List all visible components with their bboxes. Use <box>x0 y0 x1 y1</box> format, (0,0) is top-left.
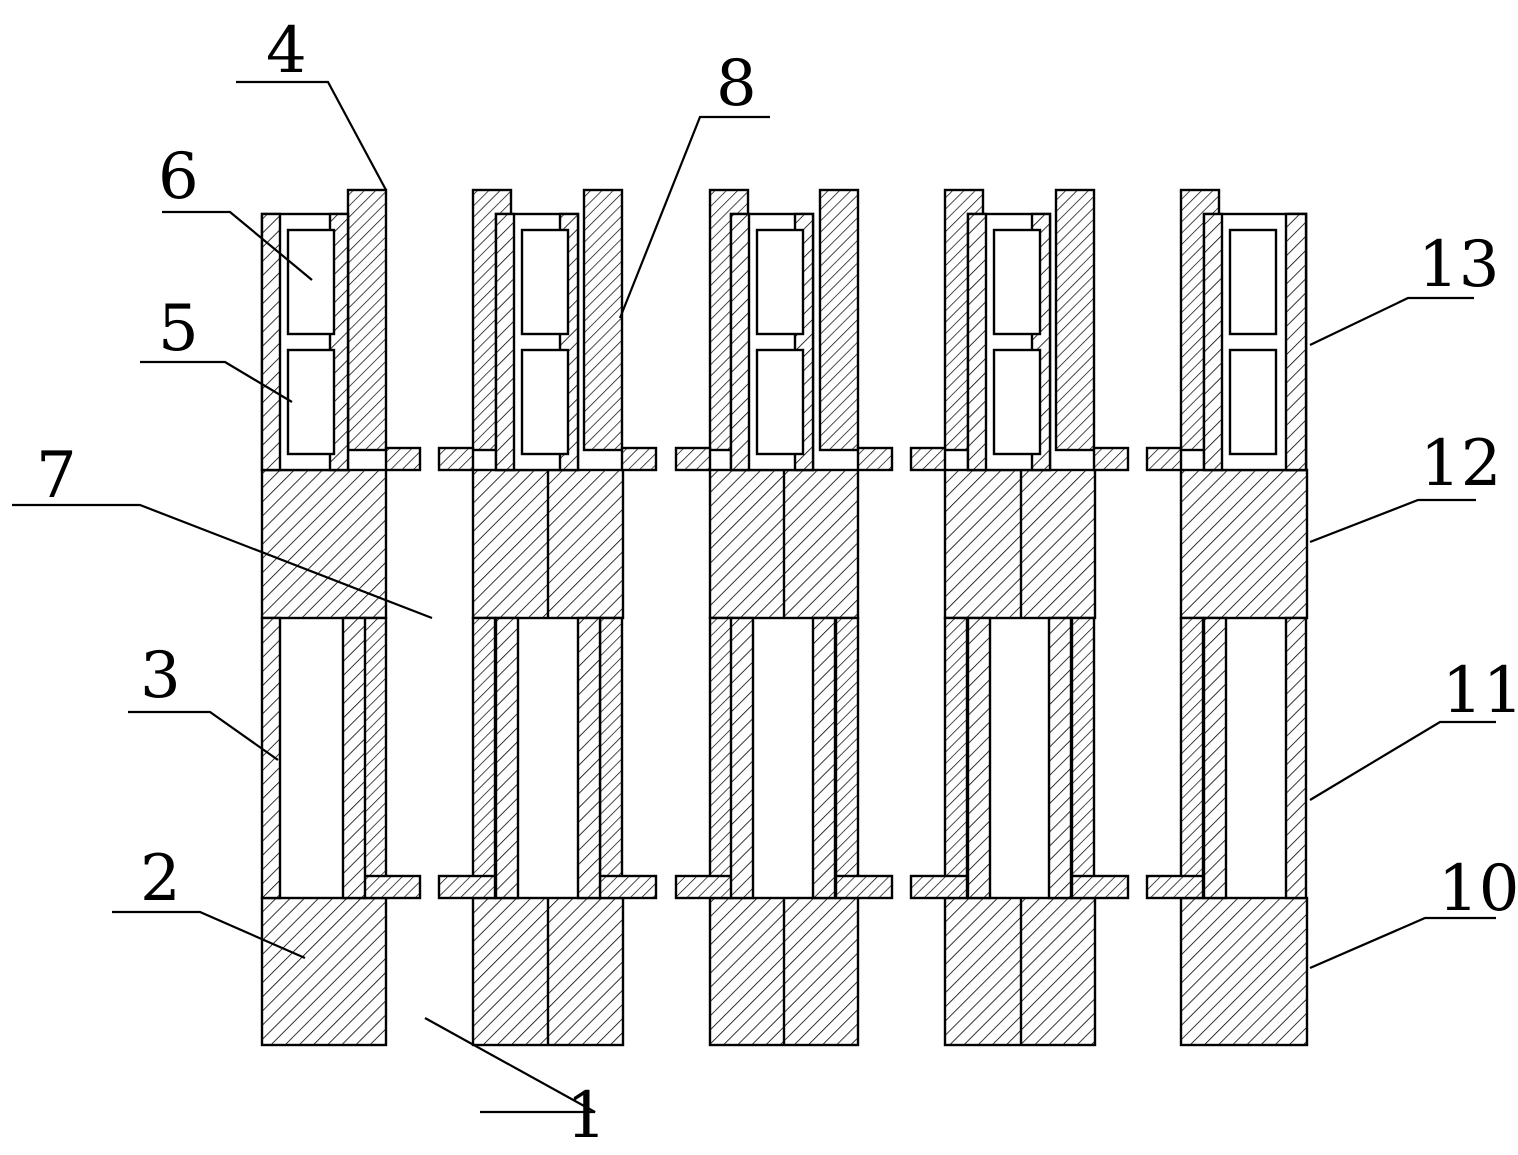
bottom-block-1 <box>262 898 386 1045</box>
lower-flange-left <box>836 876 892 898</box>
lower-flange-right <box>676 876 732 898</box>
label-8: 8 <box>716 47 757 121</box>
leader-4 <box>236 82 386 190</box>
leader-11 <box>1310 722 1496 800</box>
lower-tube-wall-left <box>600 618 622 880</box>
upper-flange-right <box>676 448 710 470</box>
lower-tube-wall-right <box>473 618 495 880</box>
lower-flange-right <box>1147 876 1203 898</box>
leader-12 <box>1310 500 1476 542</box>
lower-flange-right <box>911 876 967 898</box>
chamber-wall-left <box>1204 214 1222 470</box>
upper-flange-right <box>911 448 945 470</box>
chamber-wall-left <box>968 214 986 470</box>
upper-tube-wall-left <box>1056 190 1094 450</box>
upper-tube-wall-left <box>584 190 622 450</box>
middle-block-5 <box>1181 470 1307 618</box>
window-top <box>522 230 568 334</box>
window-bottom <box>757 350 803 454</box>
window-bottom <box>522 350 568 454</box>
window-bottom <box>994 350 1040 454</box>
lower-flange-right <box>439 876 495 898</box>
lower-partition-8 <box>1204 618 1226 898</box>
window-bottom <box>1230 350 1276 454</box>
label-2: 2 <box>140 842 181 916</box>
lower-outer-wall-left <box>262 618 280 898</box>
window-bottom <box>288 350 334 454</box>
label-1: 1 <box>566 1079 607 1153</box>
lower-tube-wall-right <box>945 618 967 880</box>
upper-flange-right <box>439 448 473 470</box>
upper-outer-wall-right <box>1286 214 1306 470</box>
window-top <box>757 230 803 334</box>
label-3: 3 <box>140 639 181 713</box>
label-10: 10 <box>1438 852 1518 926</box>
lower-partition-3 <box>578 618 600 898</box>
upper-flange-left <box>858 448 892 470</box>
window-top <box>288 230 334 334</box>
lower-partition-7 <box>1049 618 1071 898</box>
lower-partition-6 <box>968 618 990 898</box>
label-12: 12 <box>1420 427 1501 501</box>
lower-tube-wall-left <box>1072 618 1094 880</box>
window-top <box>1230 230 1276 334</box>
upper-flange-left <box>622 448 656 470</box>
lower-partition-5 <box>813 618 835 898</box>
label-11: 11 <box>1442 654 1518 728</box>
lower-flange-left <box>600 876 656 898</box>
upper-tube-wall-left <box>820 190 858 450</box>
sectional-structure <box>262 190 1307 1045</box>
lower-partition-1 <box>343 618 365 898</box>
lower-tube-wall-right <box>710 618 732 880</box>
upper-flange-left <box>386 448 420 470</box>
lower-tube-wall-left <box>836 618 858 880</box>
lower-partition-2 <box>496 618 518 898</box>
lower-partition-4 <box>731 618 753 898</box>
label-13: 13 <box>1418 228 1499 302</box>
label-7: 7 <box>36 439 77 513</box>
label-6: 6 <box>158 140 199 214</box>
lower-tube-wall-left <box>364 618 386 880</box>
label-4: 4 <box>266 14 307 88</box>
chamber-wall-left <box>731 214 749 470</box>
leader-3 <box>128 712 278 760</box>
lower-tube-wall-right <box>1181 618 1203 880</box>
chamber-wall-left <box>496 214 514 470</box>
upper-flange-right <box>1147 448 1181 470</box>
leader-13 <box>1310 298 1474 345</box>
middle-block-1 <box>262 470 386 618</box>
upper-flange-left <box>1094 448 1128 470</box>
lower-flange-left <box>364 876 420 898</box>
lower-outer-wall-right <box>1286 618 1306 898</box>
window-top <box>994 230 1040 334</box>
bottom-block-5 <box>1181 898 1307 1045</box>
upper-tube-wall-left <box>348 190 386 450</box>
lower-flange-left <box>1072 876 1128 898</box>
label-5: 5 <box>158 292 199 366</box>
